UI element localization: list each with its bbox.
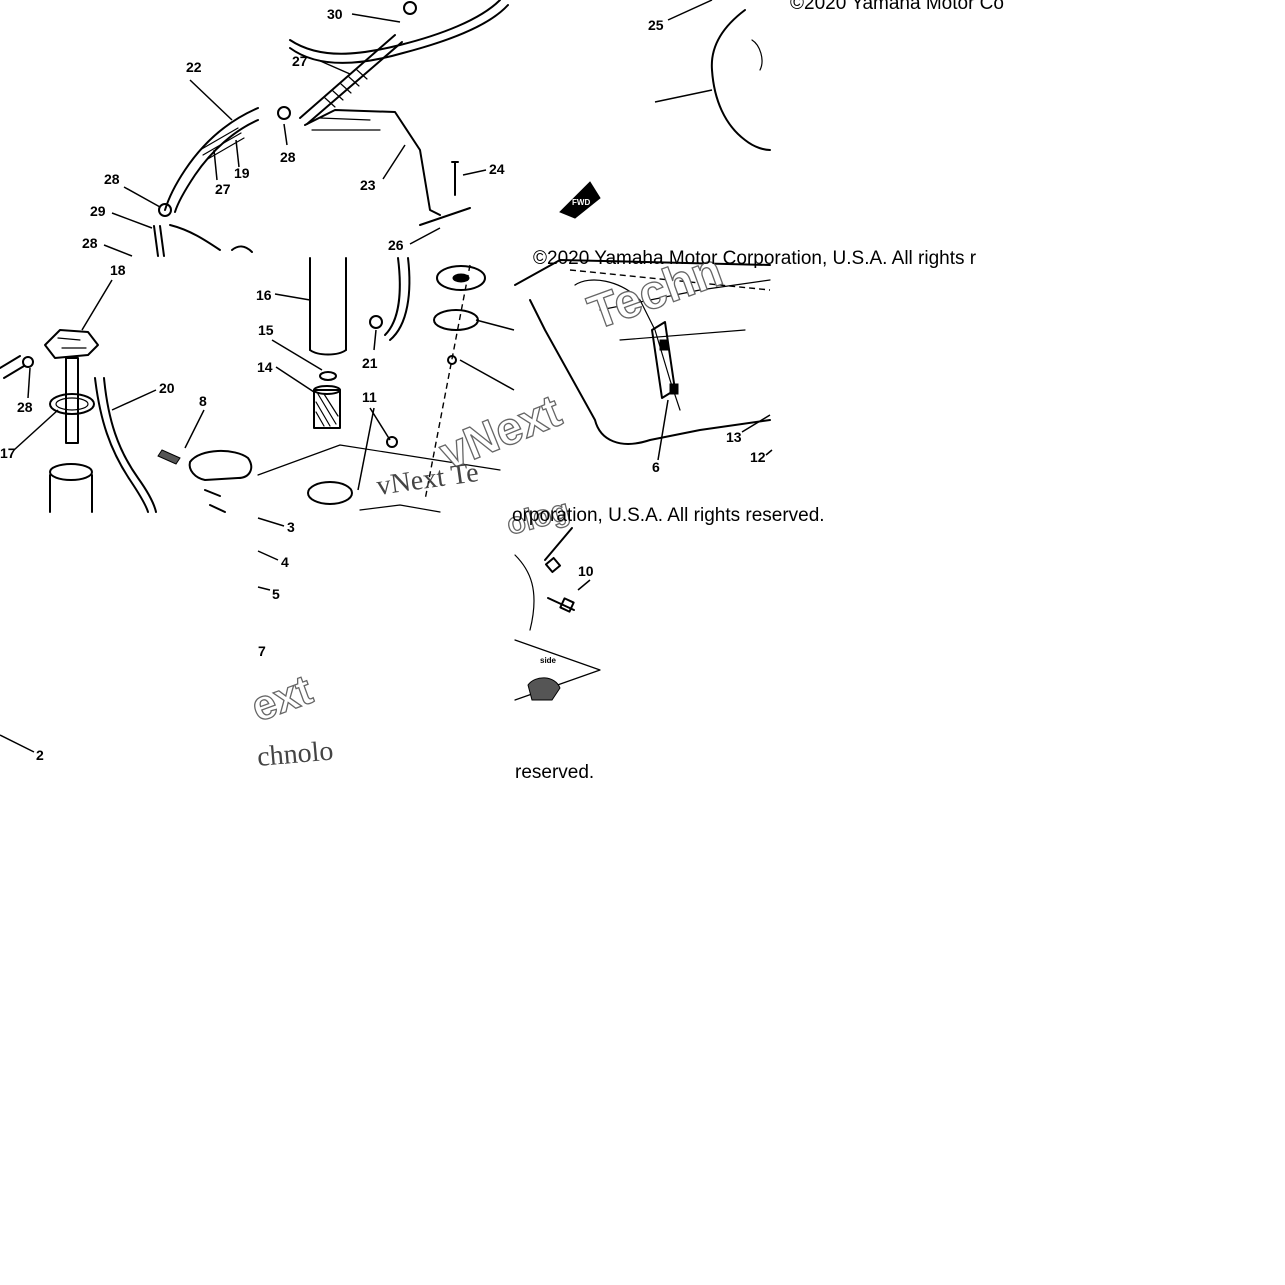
callout-13: 13 — [726, 429, 742, 445]
spring-clip-27 — [199, 127, 245, 161]
callout-22: 22 — [186, 59, 202, 75]
watermark-ext: ext — [245, 666, 318, 731]
copyright-line-1: ©2020 Yamaha Motor Co — [790, 0, 1004, 14]
callout-24: 24 — [489, 161, 505, 177]
callout-14: 14 — [257, 359, 273, 375]
tank-top — [257, 444, 501, 476]
callout-28-b: 28 — [82, 235, 98, 251]
bolt-10-a — [544, 527, 573, 574]
hose-fitting-29 — [153, 225, 165, 257]
callout-27-left: 27 — [215, 181, 231, 197]
callout-numbers: 30 25 27 22 28 19 27 24 23 28 29 28 26 1… — [0, 6, 766, 763]
tile-bottom-center — [257, 504, 441, 591]
callout-5: 5 — [272, 586, 280, 602]
callout-6: 6 — [652, 459, 660, 475]
bolt-10-b — [547, 597, 575, 613]
hose-27 — [299, 34, 403, 125]
side-label: side — [540, 656, 557, 665]
callout-8: 8 — [199, 393, 207, 409]
fuel-pump-18 — [44, 329, 99, 444]
tile-top-left — [103, 79, 259, 257]
plug-8 — [157, 449, 181, 465]
cap-seal-upper — [436, 265, 486, 291]
callout-21: 21 — [362, 355, 378, 371]
callout-28-c: 28 — [17, 399, 33, 415]
bolt-24 — [451, 161, 459, 196]
tile-bottom-right: side — [514, 527, 601, 701]
cover — [188, 449, 253, 481]
watermark-chnolo: chnolo — [256, 735, 335, 773]
clamp-28-center — [277, 106, 291, 120]
fuel-hose-22 — [164, 107, 259, 211]
callout-15: 15 — [258, 322, 274, 338]
callout-25: 25 — [648, 17, 664, 33]
grommet-11 — [386, 436, 398, 448]
hose-20 — [94, 377, 149, 513]
callout-2: 2 — [36, 747, 44, 763]
callout-4: 4 — [281, 554, 289, 570]
filter-housing — [49, 474, 93, 513]
plate-26 — [419, 207, 471, 226]
clip-15 — [319, 371, 337, 381]
fitting-28-left — [0, 355, 25, 379]
callout-17: 17 — [0, 445, 16, 461]
bracket-23 — [304, 109, 441, 216]
callout-29: 29 — [90, 203, 106, 219]
callout-28-center: 28 — [280, 149, 296, 165]
cap-seal-lower — [433, 309, 479, 331]
callout-18: 18 — [110, 262, 126, 278]
pipe-16 — [309, 257, 347, 351]
copyright-line-4: reserved. — [515, 762, 594, 783]
callout-10: 10 — [578, 563, 594, 579]
tile-top-right: FWD — [559, 0, 771, 219]
hose-30 — [289, 0, 501, 55]
spring-27 — [324, 69, 368, 108]
callout-30: 30 — [327, 6, 343, 22]
lower-parts — [359, 504, 441, 513]
callout-26: 26 — [388, 237, 404, 253]
tile-top-center — [277, 0, 509, 245]
hose-clamp-28 — [158, 203, 172, 217]
copyright-line-3: orporation, U.S.A. All rights reserved. — [512, 505, 825, 526]
callout-3: 3 — [287, 519, 295, 535]
copyright-line-2: ©2020 Yamaha Motor Corporation, U.S.A. A… — [533, 248, 977, 269]
hose-21 — [384, 257, 411, 341]
callout-7: 7 — [258, 643, 266, 659]
hose-lower — [169, 224, 221, 251]
tile-seams — [770, 30, 1030, 260]
tank-side-outline — [514, 259, 771, 286]
callout-11: 11 — [362, 389, 377, 405]
tile-middle-center — [257, 257, 515, 505]
callout-20: 20 — [159, 380, 175, 396]
callout-19: 19 — [234, 165, 250, 181]
copyright-lines: ©2020 Yamaha Motor Co ©2020 Yamaha Motor… — [512, 0, 1004, 783]
callout-23: 23 — [360, 177, 376, 193]
filter-ring — [307, 481, 353, 505]
callout-27-top: 27 — [292, 53, 308, 69]
callout-28-a: 28 — [104, 171, 120, 187]
svg-text:FWD: FWD — [572, 198, 590, 207]
watermark-vnext-te: vNext Te — [375, 457, 481, 502]
callout-16: 16 — [256, 287, 272, 303]
grommet-side — [527, 677, 561, 701]
gasket-17 — [49, 393, 95, 415]
fuel-filter-14 — [313, 385, 341, 429]
tile-bottom-left — [0, 734, 35, 753]
tile-middle-right — [514, 259, 773, 461]
tank-1-outline — [710, 9, 771, 151]
callout-12: 12 — [750, 449, 766, 465]
fwd-arrow-badge: FWD — [559, 181, 601, 219]
tile-middle-left — [0, 279, 253, 513]
